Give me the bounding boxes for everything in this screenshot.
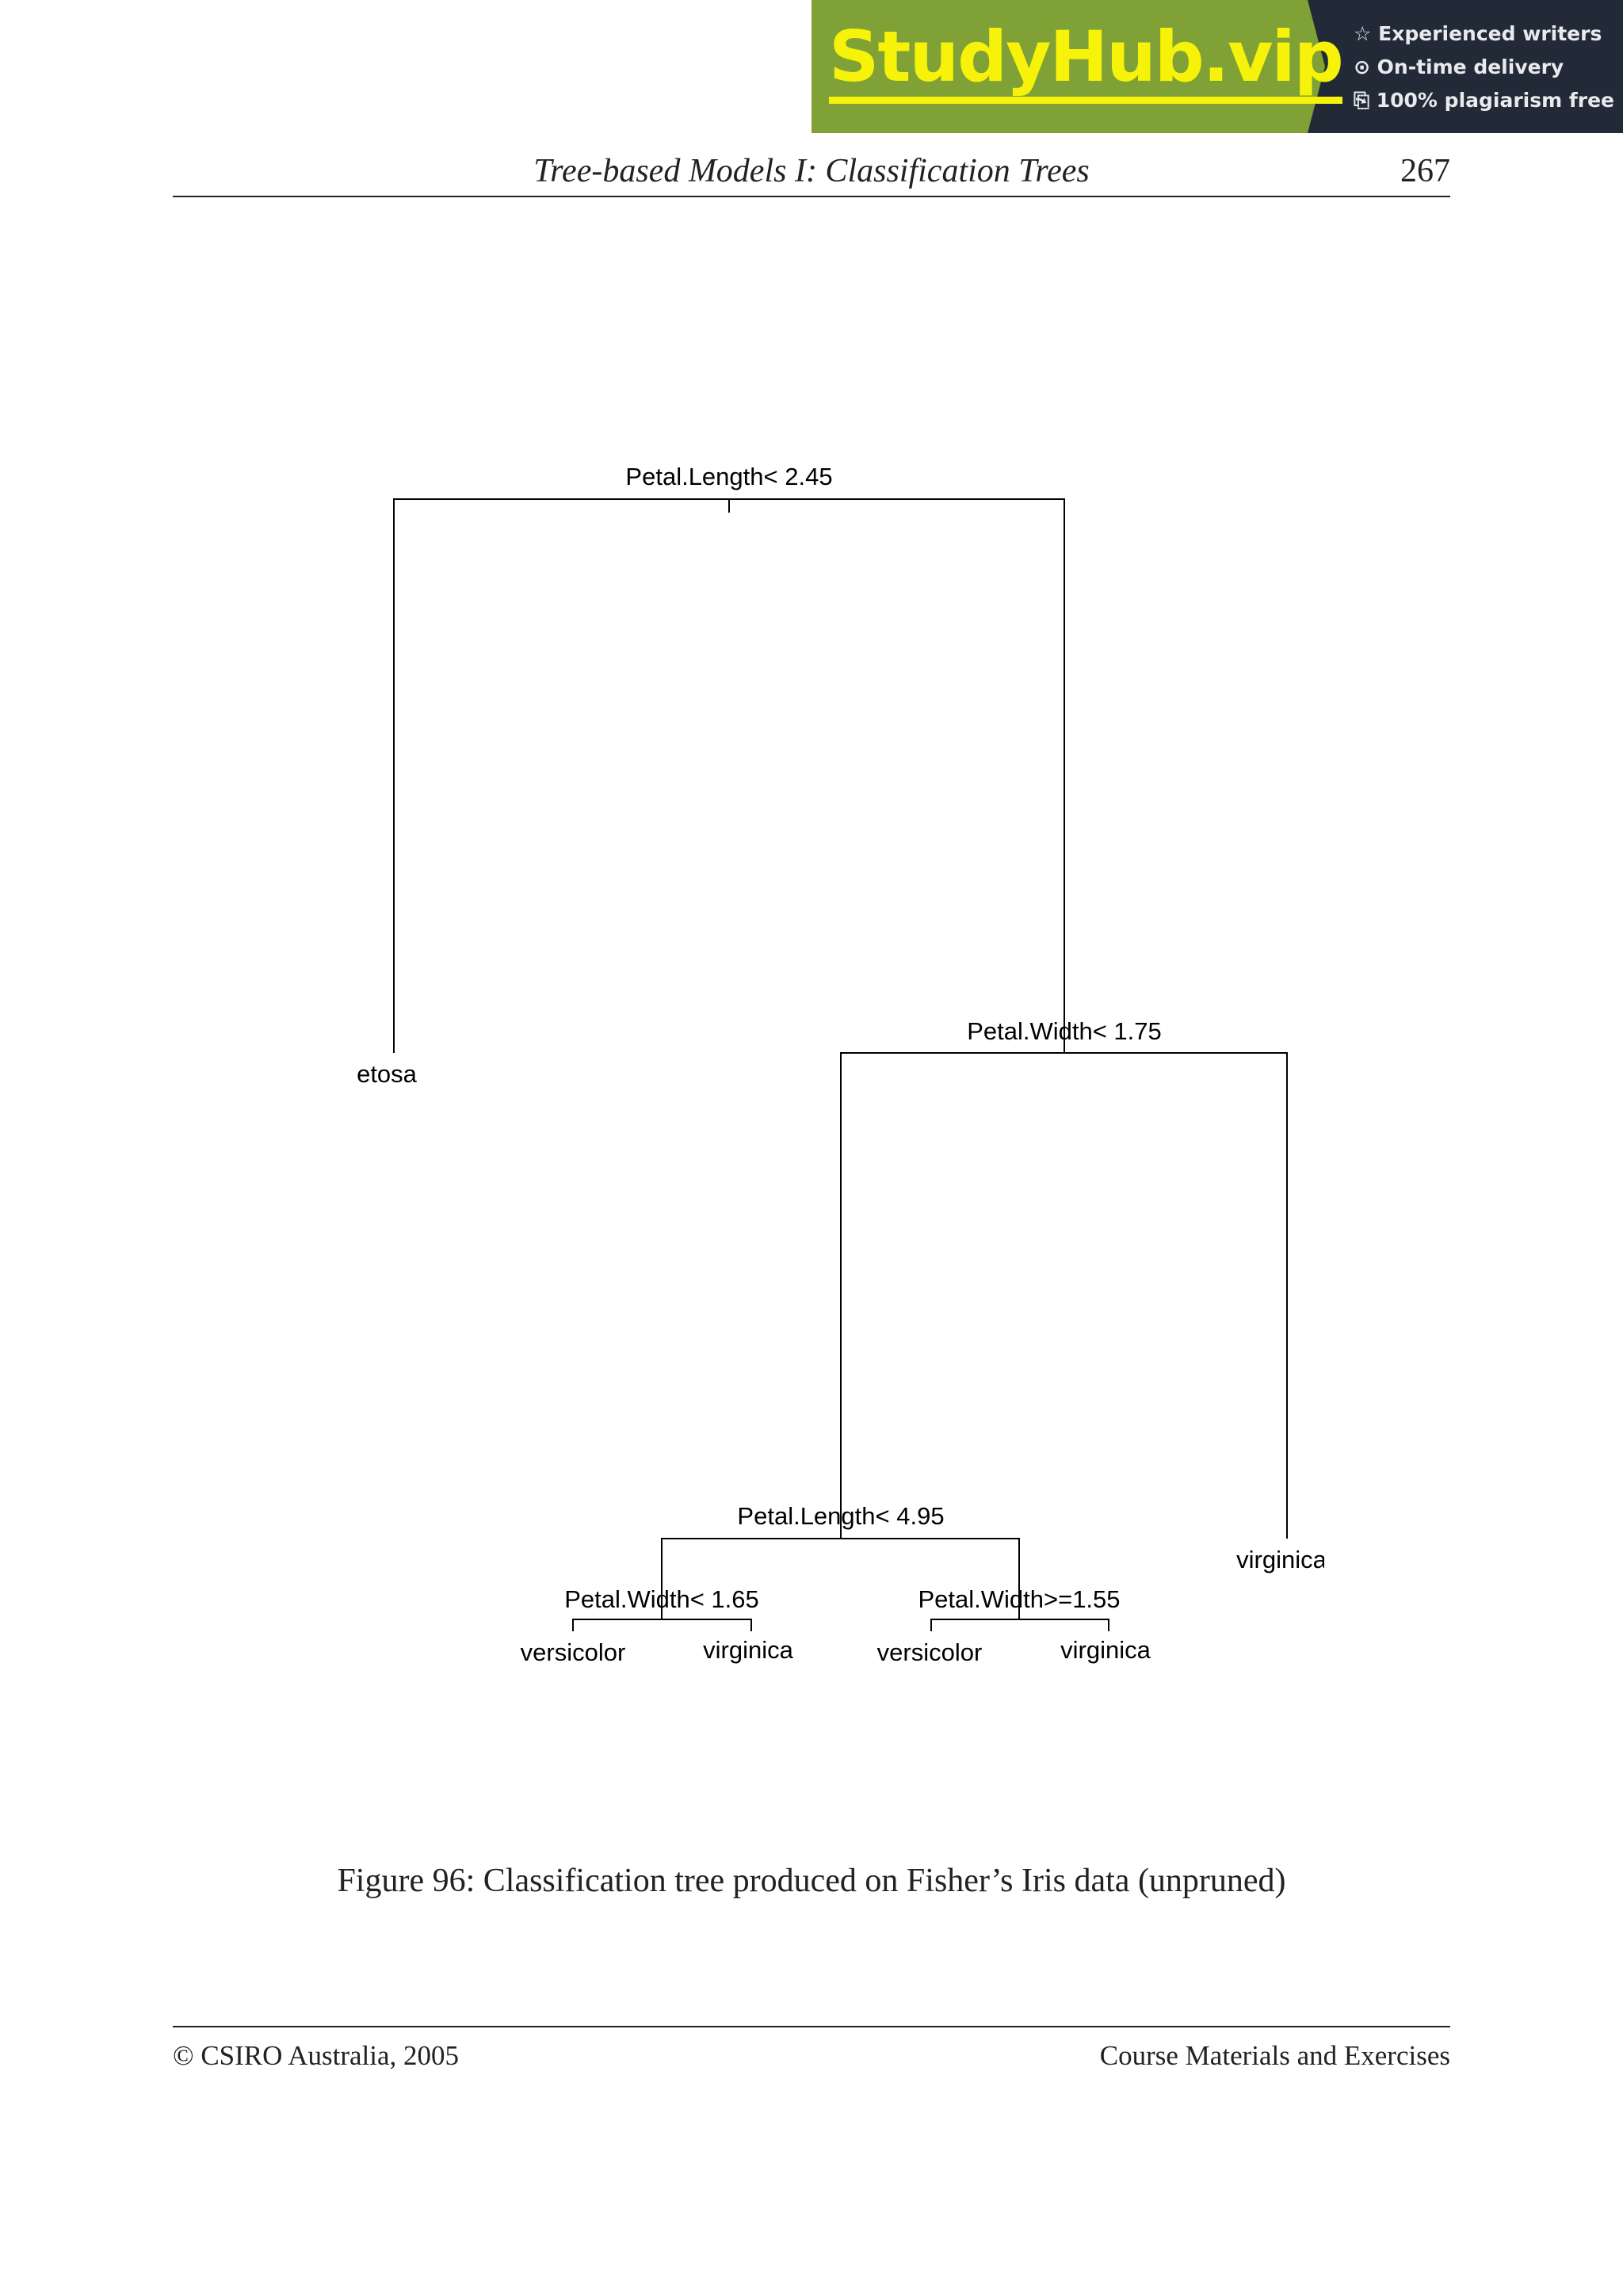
split2-edges — [840, 1052, 1288, 1539]
leaf-label: versicolor — [877, 1638, 983, 1666]
footer-copyright: © CSIRO Australia, 2005 — [173, 2040, 460, 2071]
node-split4-left-label: Petal.Width< 1.65 — [564, 1585, 759, 1613]
leaf-label: virginica — [1060, 1636, 1151, 1664]
leaf-label: versicolor — [521, 1638, 626, 1666]
running-header-title: Tree-based Models I: Classification Tree… — [533, 153, 1090, 189]
split3-edges — [661, 1538, 1020, 1619]
page-number: 267 — [1400, 153, 1450, 189]
footer-course-materials: Course Materials and Exercises — [1099, 2040, 1450, 2071]
figure-caption: Figure 96: Classification tree produced … — [337, 1863, 1286, 1899]
feature-experienced-writers: ☆ Experienced writers — [1354, 22, 1602, 45]
feature-plagiarism-free: ⎘ 100% plagiarism free — [1354, 89, 1614, 112]
leaf-setosa-label: etosa — [357, 1060, 418, 1088]
clip-region: virginica — [1236, 1546, 1327, 1573]
tree-edges — [393, 498, 1288, 1631]
star-icon: ☆ — [1354, 22, 1372, 45]
node-split3-label: Petal.Length< 4.95 — [737, 1502, 944, 1530]
node-split2-label: Petal.Width< 1.75 — [967, 1017, 1162, 1045]
root-split-edges — [393, 498, 1065, 1053]
footer-rule — [173, 2026, 1450, 2027]
clock-icon: ⊙ — [1354, 55, 1370, 78]
node-root-label: Petal.Length< 2.45 — [625, 463, 832, 490]
brand-logo: StudyHub.vip — [829, 17, 1344, 104]
copy-icon: ⎘ — [1354, 89, 1370, 112]
leaf-label: virginica — [703, 1636, 793, 1664]
split4-right-edges — [930, 1619, 1109, 1631]
node-split4-right-label: Petal.Width>=1.55 — [918, 1585, 1120, 1613]
split4-left-edges — [572, 1619, 752, 1631]
leaf-virginica-right-label: virginica — [1236, 1546, 1327, 1573]
ad-banner[interactable]: StudyHub.vip ☆ Experienced writers ⊙ On-… — [812, 0, 1623, 133]
feature-on-time-delivery: ⊙ On-time delivery — [1354, 55, 1564, 78]
header-rule — [173, 196, 1450, 197]
